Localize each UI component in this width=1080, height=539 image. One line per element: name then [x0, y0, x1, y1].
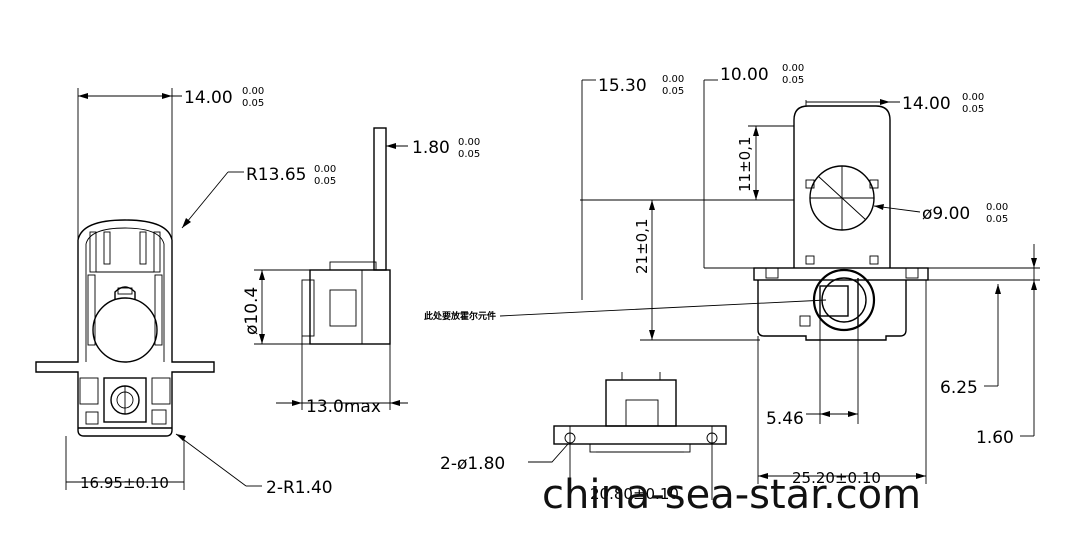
top-14-tol-upper: 0.00	[962, 92, 984, 103]
hole-dia-tol-upper: 0.00	[986, 202, 1008, 213]
pitch-dimension: 20.80±0.10	[590, 485, 679, 503]
side-view	[254, 127, 408, 410]
top-10-tol-upper: 0.00	[782, 63, 804, 74]
top-10-tol-lower: 0.05	[782, 75, 804, 86]
front-width-tol-upper: 0.00	[242, 86, 264, 97]
watermark: china-sea-star.com	[542, 472, 921, 518]
front-width-tol-lower: 0.05	[242, 98, 264, 109]
height-21-dimension: 21±0,1	[633, 218, 651, 274]
dim-546: 5.46	[766, 409, 804, 429]
bottom-view	[528, 372, 727, 500]
side-thickness-tol-lower: 0.05	[458, 149, 480, 160]
radius-value: R13.65	[246, 165, 306, 185]
corner-radius-dimension: 2-R1.40	[266, 478, 333, 498]
top-15-tol-lower: 0.05	[662, 86, 684, 97]
front-width-value: 14.00	[184, 88, 233, 108]
top-14-tol-lower: 0.05	[962, 104, 984, 115]
top-14-value: 14.00	[902, 94, 951, 114]
radius-tol-upper: 0.00	[314, 164, 336, 175]
radius-tol-lower: 0.05	[314, 176, 336, 187]
pins-dia-dimension: 2-ø1.80	[440, 454, 505, 474]
hole-dia-tol-lower: 0.05	[986, 214, 1008, 225]
front-view	[35, 88, 262, 490]
top-15-tol-upper: 0.00	[662, 74, 684, 85]
side-thickness-tol-upper: 0.00	[458, 137, 480, 148]
top-15-value: 15.30	[598, 76, 647, 96]
dim-160: 1.60	[976, 428, 1014, 448]
width-2520-dimension: 25.20±0.10	[792, 469, 881, 487]
hole-dia-value: ø9.00	[922, 204, 970, 224]
front-base-dimension: 16.95±0.10	[80, 474, 169, 492]
dim-625: 6.25	[940, 378, 978, 398]
top-view	[499, 79, 1040, 484]
side-thickness-value: 1.80	[412, 138, 450, 158]
side-depth-dimension: 13.0max	[306, 397, 381, 417]
hall-sensor-annotation: 此处要放霍尔元件	[424, 310, 496, 322]
height-11-dimension: 11±0,1	[736, 136, 754, 192]
side-dia-dimension: ø10.4	[242, 287, 262, 335]
top-10-value: 10.00	[720, 65, 769, 85]
